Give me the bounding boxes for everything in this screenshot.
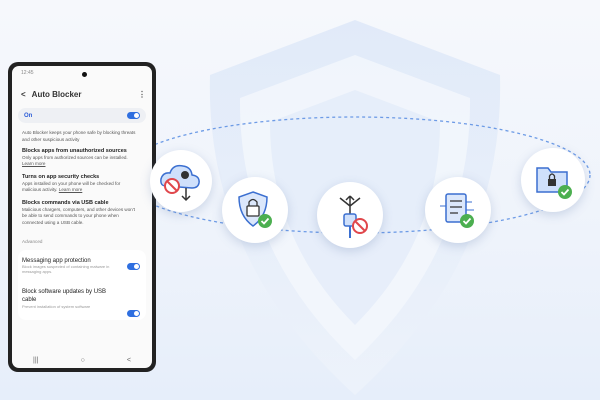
dashed-orbit [119, 116, 591, 234]
master-toggle[interactable] [127, 112, 140, 119]
status-time: 12:45 [21, 70, 34, 76]
checklist-icon [425, 177, 491, 243]
auto-blocker-screen: 12:45 < Auto Blocker ⋮ On Auto Blocker kee… [12, 66, 152, 368]
section-title: Blocks commands via USB cable [22, 200, 109, 206]
setting-body: Block images suspected of containing mal… [22, 264, 110, 274]
messaging-protection-toggle[interactable] [127, 263, 140, 270]
home-icon[interactable]: ○ [80, 357, 85, 364]
section-body: Apps installed on your phone will be che… [22, 180, 121, 193]
learn-more-link[interactable]: Learn more [58, 187, 83, 192]
master-toggle-label: On [24, 112, 33, 119]
setting-body: Prevent installation of system software [22, 304, 91, 309]
setting-title: Block software updates by USB cable [22, 289, 107, 303]
recents-icon[interactable]: ||| [33, 357, 39, 364]
lock-shield-icon [222, 177, 288, 243]
phone: 12:45 < Auto Blocker ⋮ On Auto Blocker kee… [8, 62, 156, 372]
more-options-icon[interactable]: ⋮ [138, 90, 146, 99]
back-icon[interactable]: < [21, 90, 26, 99]
advanced-label: Advanced [22, 239, 43, 244]
folder-lock-icon [521, 148, 585, 212]
camera [82, 72, 87, 77]
section-title: Turns on app security checks [22, 174, 100, 180]
description: Auto Blocker keeps your phone safe by bl… [22, 130, 136, 142]
page-title: Auto Blocker [31, 90, 82, 99]
master-toggle-row[interactable]: On [18, 108, 146, 123]
section-body: Malicious chargers, computers, and other… [22, 206, 135, 225]
section-title: Blocks apps from unauthorized sources [22, 148, 127, 154]
section-body: Only apps from authorized sources can be… [22, 154, 128, 160]
nav-bar: ||| ○ < [12, 357, 152, 364]
back-nav-icon[interactable]: < [126, 357, 131, 364]
learn-more-link[interactable]: Learn more [22, 161, 46, 166]
usb-block-icon [317, 182, 383, 248]
cloud-block-icon [150, 150, 212, 212]
setting-title: Messaging app protection [22, 258, 91, 264]
usb-updates-toggle[interactable] [127, 310, 140, 317]
